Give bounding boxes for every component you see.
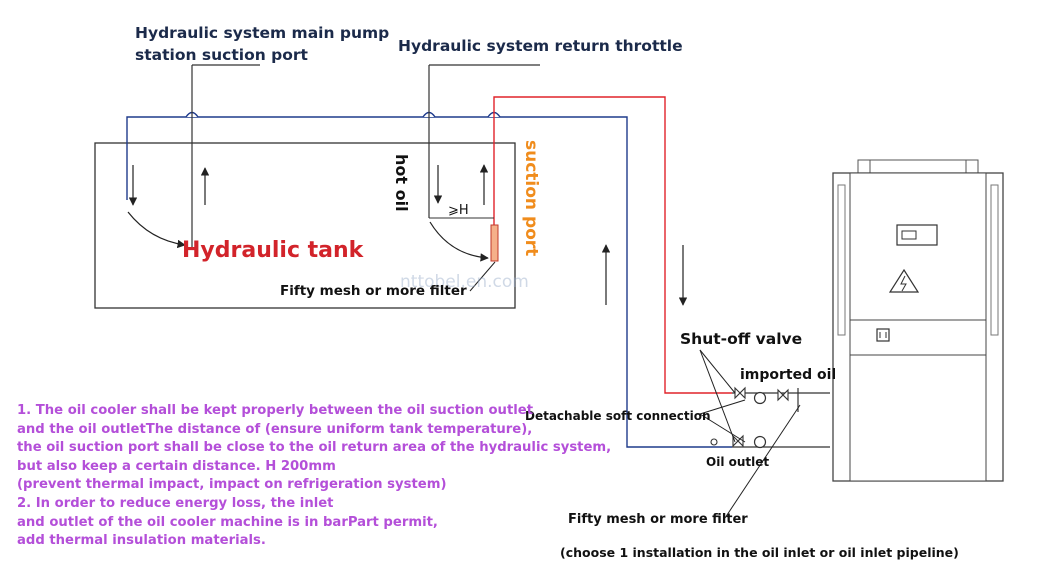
note-line: and the oil outletThe distance of (ensur… xyxy=(17,421,533,437)
note-line: and outlet of the oil cooler machine is … xyxy=(17,514,438,530)
note-line: (prevent thermal impact, impact on refri… xyxy=(17,477,447,493)
note-line: the oil suction port shall be close to t… xyxy=(17,440,612,456)
main-pump-suction-label: Hydraulic system main pump station sucti… xyxy=(135,22,389,66)
watermark-text: nttobel.en.com xyxy=(400,272,529,292)
installation-note-label: (choose 1 installation in the oil inlet … xyxy=(560,545,959,560)
hydraulic-tank xyxy=(94,142,516,309)
note-line: 2. In order to reduce energy loss, the i… xyxy=(17,495,334,511)
imported-oil-label: imported oil xyxy=(740,367,837,383)
tank-filter-label: Fifty mesh or more filter xyxy=(280,283,467,299)
oil-outlet-label: Oil outlet xyxy=(706,455,770,469)
main-pump-label-line2: station suction port xyxy=(135,46,308,64)
suction-port-label: suction port xyxy=(521,140,541,257)
installation-notes: 1. The oil cooler shall be kept properly… xyxy=(17,402,611,551)
tank-filter xyxy=(490,224,499,262)
note-line: add thermal insulation materials. xyxy=(17,533,266,549)
soft-connection-label: Detachable soft connection xyxy=(525,409,711,423)
return-line xyxy=(126,116,732,448)
return-throttle-label: Hydraulic system return throttle xyxy=(398,37,683,55)
main-pump-label-line1: Hydraulic system main pump xyxy=(135,24,390,42)
shutoff-valve-label: Shut-off valve xyxy=(680,330,803,348)
inlet-filter-label: Fifty mesh or more filter xyxy=(568,512,748,527)
note-line: 1. The oil cooler shall be kept properly… xyxy=(17,403,534,418)
hot-oil-label: hot oil xyxy=(392,154,411,212)
hydraulic-tank-label: Hydraulic tank xyxy=(182,238,364,263)
oil-cooler-unit xyxy=(832,159,1004,482)
distance-h-label: ⩾H xyxy=(448,203,469,218)
note-line: but also keep a certain distance. H 200m… xyxy=(17,458,336,474)
suction-line xyxy=(493,96,732,394)
